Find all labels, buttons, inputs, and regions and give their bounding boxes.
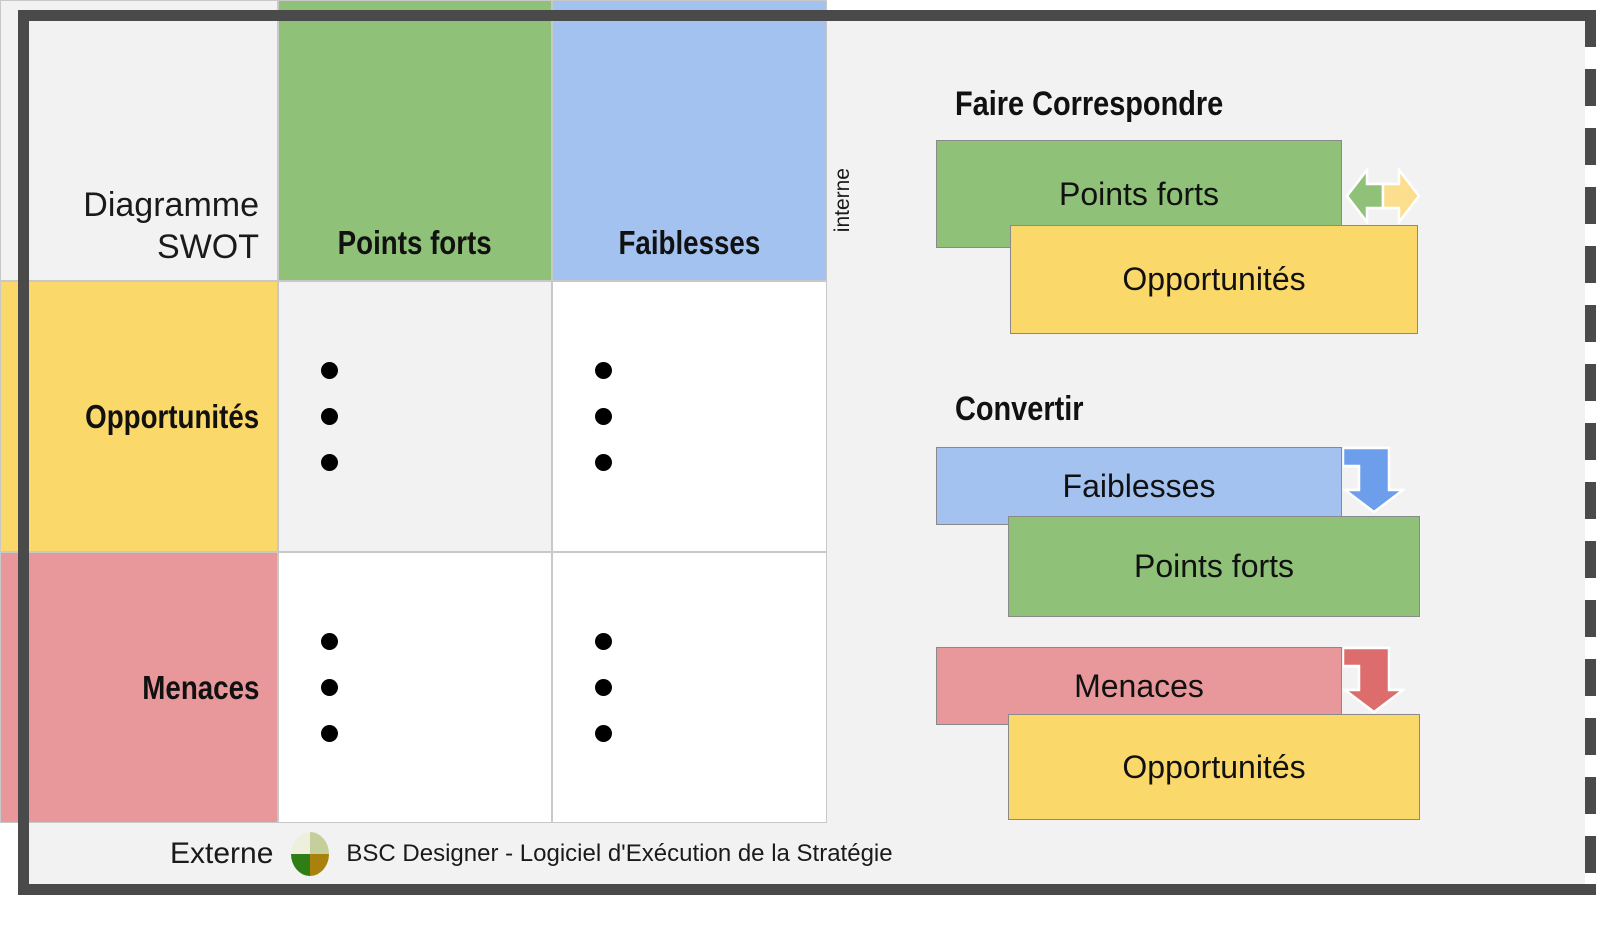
bullet-list <box>583 633 612 742</box>
elbow-down-arrow-icon-red <box>1343 646 1405 714</box>
cell-weaknesses-threats[interactable] <box>552 552 827 823</box>
matrix-title-cell: Diagramme SWOT <box>0 0 278 281</box>
bullet-point <box>595 679 612 696</box>
bullet-list <box>309 362 338 471</box>
double-headed-horizontal-arrow-icon <box>1345 168 1421 224</box>
match-card-opportunities[interactable]: Opportunités <box>1010 225 1418 334</box>
section-title-match: Faire Correspondre <box>955 85 1224 123</box>
footer-bar: Externe BSC Designer - Logiciel d'Exécut… <box>29 824 893 884</box>
section-title-convert: Convertir <box>955 390 1084 428</box>
convert-card-strengths[interactable]: Points forts <box>1008 516 1420 617</box>
axis-label-external: Externe <box>170 837 274 870</box>
bsc-designer-logo-icon <box>291 832 330 876</box>
bullet-point <box>595 454 612 471</box>
swot-matrix: Diagramme SWOT Points forts Faiblesses O… <box>0 0 827 823</box>
bullet-point <box>321 679 338 696</box>
axis-label-internal: interne <box>831 168 854 233</box>
bullet-list <box>309 633 338 742</box>
convert-card-weaknesses[interactable]: Faiblesses <box>936 447 1342 525</box>
frame-border-left <box>18 10 29 895</box>
convert-card-threats[interactable]: Menaces <box>936 647 1342 725</box>
bullet-point <box>595 362 612 379</box>
column-header-weaknesses: Faiblesses <box>552 0 827 281</box>
bullet-point <box>321 362 338 379</box>
cell-strengths-opportunities[interactable] <box>278 281 552 552</box>
bullet-point <box>595 725 612 742</box>
bullet-point <box>321 725 338 742</box>
bullet-list <box>583 362 612 471</box>
bullet-point <box>595 633 612 650</box>
frame-border-bottom <box>18 884 1596 895</box>
matrix-title: Diagramme SWOT <box>83 186 259 266</box>
cell-strengths-threats[interactable] <box>278 552 552 823</box>
frame-border-right-dashed <box>1585 10 1596 895</box>
bullet-point <box>321 408 338 425</box>
convert-card-opportunities[interactable]: Opportunités <box>1008 714 1420 820</box>
bullet-point <box>595 408 612 425</box>
row-header-threats: Menaces <box>0 552 278 823</box>
brand-label: BSC Designer - Logiciel d'Exécution de l… <box>346 840 893 867</box>
frame-border-top <box>18 10 1596 21</box>
bullet-point <box>321 633 338 650</box>
row-header-opportunities: Opportunités <box>0 281 278 552</box>
cell-weaknesses-opportunities[interactable] <box>552 281 827 552</box>
bullet-point <box>321 454 338 471</box>
elbow-down-arrow-icon-blue <box>1343 446 1405 514</box>
column-header-strengths: Points forts <box>278 0 552 281</box>
